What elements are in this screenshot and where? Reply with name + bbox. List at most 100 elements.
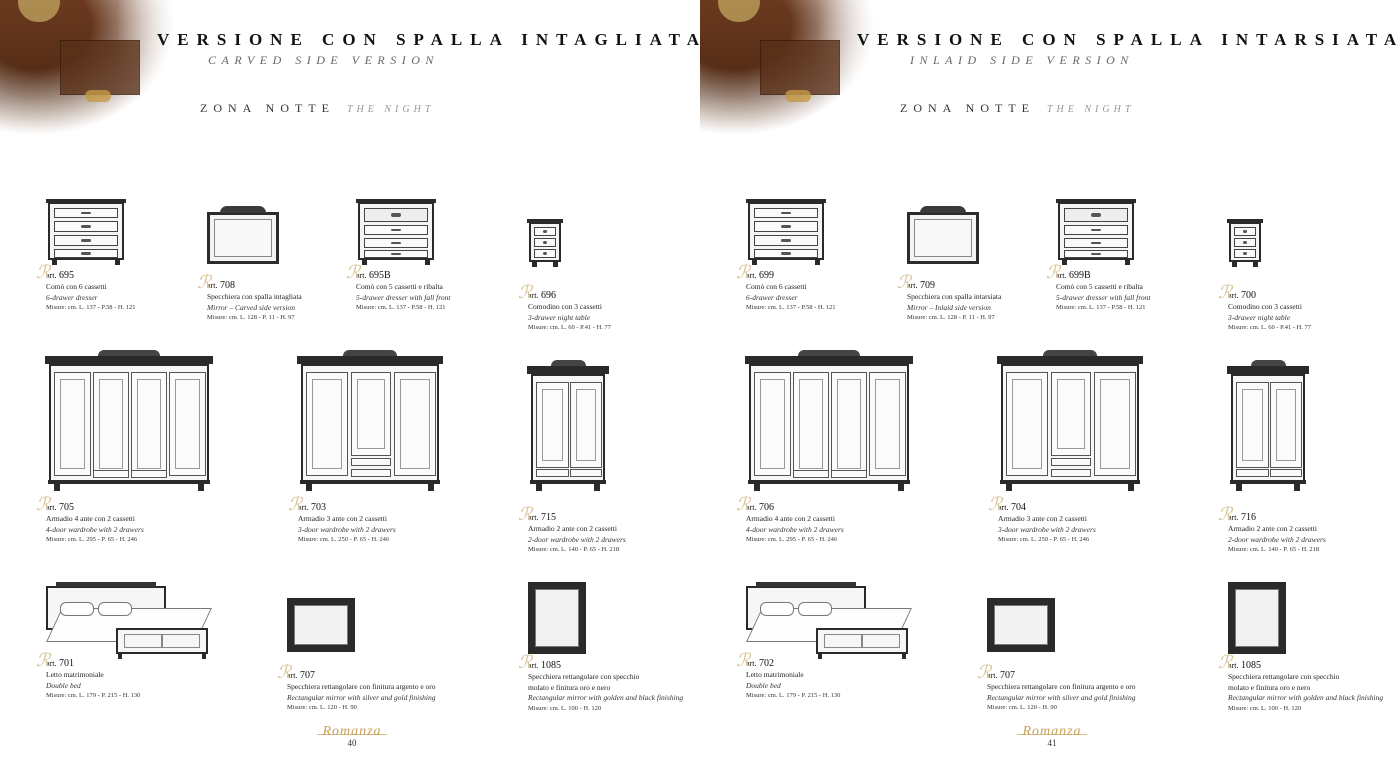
vase-ornament xyxy=(718,0,760,22)
page-folio: Romanza 40 xyxy=(312,724,392,748)
product-description-en: 4-door wardrobe with 2 drawers xyxy=(746,524,844,534)
product-description: Armadio 3 ante con 2 cassetti xyxy=(298,514,387,523)
brand-logo: Romanza xyxy=(1022,724,1082,739)
product-description-en: 3-door wardrobe with 2 drawers xyxy=(998,524,1096,534)
product-description-en: Rectangular mirror with golden and black… xyxy=(528,693,684,702)
rectangular-mirror-illustration xyxy=(287,598,357,670)
product-description-en: Mirror – Carved side version xyxy=(207,302,296,312)
catalog-page-left: VERSIONE CON SPALLA INTAGLIATA CARVED SI… xyxy=(0,0,700,748)
product-description-en: Rectangular mirror with silver and gold … xyxy=(987,692,1136,702)
product-description-en: 3-drawer night table xyxy=(528,312,591,322)
vase-ornament xyxy=(18,0,60,22)
product-description-en: 2-door wardrobe with 2 drawers xyxy=(528,534,626,544)
product-dimensions: Misure: cm. L. 179 - P. 215 - H. 130 xyxy=(746,692,841,699)
product-description-en: 6-drawer dresser xyxy=(46,292,98,302)
bed-illustration xyxy=(746,582,912,659)
photo-drawer xyxy=(60,40,140,95)
dresser-illustration xyxy=(46,199,126,270)
product-dimensions: Misure: cm. L. 128 - P. 11 - H. 97 xyxy=(207,314,295,321)
product-description-line2: molato e finitura oro e nero xyxy=(1228,682,1311,692)
page-title: VERSIONE CON SPALLA INTAGLIATA xyxy=(157,30,700,49)
rectangular-mirror-illustration xyxy=(528,582,588,660)
page-subtitle: INLAID SIDE VERSION xyxy=(910,53,1134,67)
photo-drawer xyxy=(760,40,840,95)
page-title: VERSIONE CON SPALLA INTARSIATA xyxy=(857,30,1400,49)
product-description: Specchiera rettangolare con specchio xyxy=(528,672,640,681)
product-description: Specchiera rettangolare con finitura arg… xyxy=(287,682,436,691)
dresser-illustration xyxy=(1056,199,1136,270)
product-description: Specchiera con spalla intarsiata xyxy=(907,292,1002,301)
product-dimensions: Misure: cm. L. 250 - P. 65 - H. 246 xyxy=(298,536,390,543)
photo-handle xyxy=(85,90,111,102)
product-description: Armadio 4 ante con 2 cassetti xyxy=(46,514,135,523)
product-description-en: Double bed xyxy=(746,680,781,690)
brand-logo: Romanza xyxy=(322,724,382,739)
page-number: 40 xyxy=(347,738,357,748)
product-dimensions: Misure: cm. L. 60 - P.41 - H. 77 xyxy=(1228,324,1312,331)
product-dimensions: Misure: cm. L. 140 - P. 65 - H. 218 xyxy=(1228,546,1320,553)
product-description: Specchiera con spalla intagliata xyxy=(207,292,302,301)
product-description: Letto matrimoniale xyxy=(746,670,804,679)
product-description-en: 2-door wardrobe with 2 drawers xyxy=(1228,534,1326,544)
product-dimensions: Misure: cm. L. 250 - P. 65 - H. 246 xyxy=(998,536,1090,543)
nightstand-illustration xyxy=(1227,219,1263,290)
wardrobe-illustration xyxy=(1227,360,1309,512)
wardrobe-illustration xyxy=(297,350,443,502)
mirror-illustration xyxy=(907,206,983,280)
mirror-illustration xyxy=(207,206,283,280)
product-description: Letto matrimoniale xyxy=(46,670,104,679)
product-dimensions: Misure: cm. L. 179 - P. 215 - H. 130 xyxy=(46,692,141,699)
product-dimensions: Misure: cm. L. 120 - H. 90 xyxy=(987,704,1057,711)
product-description: Armadio 4 ante con 2 cassetti xyxy=(746,514,835,523)
product-description-line2: molato e finitura oro e nero xyxy=(528,682,611,692)
product-dimensions: Misure: cm. L. 137 - P.58 - H. 121 xyxy=(46,304,136,311)
product-dimensions: Misure: cm. L. 128 - P. 11 - H. 97 xyxy=(907,314,995,321)
product-dimensions: Misure: cm. L. 120 - H. 90 xyxy=(287,704,357,711)
zone-label-en: THE NIGHT xyxy=(347,104,435,115)
product-dimensions: Misure: cm. L. 100 - H. 120 xyxy=(528,704,602,712)
product-description-en: 5-drawer dresser with fall front xyxy=(1056,292,1151,302)
product-dimensions: Misure: cm. L. 295 - P. 65 - H. 246 xyxy=(746,536,838,543)
product-description-en: 5-drawer dresser with fall front xyxy=(356,292,451,302)
product-dimensions: Misure: cm. L. 295 - P. 65 - H. 246 xyxy=(46,536,138,543)
product-description: Comò con 5 cassetti e ribalta xyxy=(1056,282,1143,291)
product-description: Comò con 6 cassetti xyxy=(46,282,107,291)
page-subtitle: CARVED SIDE VERSION xyxy=(208,53,439,67)
zone-label: ZONA NOTTE xyxy=(900,101,1035,115)
catalog-page-right: VERSIONE CON SPALLA INTARSIATA INLAID SI… xyxy=(700,0,1400,769)
product-description-en: 6-drawer dresser xyxy=(746,292,798,302)
product-dimensions: Misure: cm. L. 100 - H. 120 xyxy=(1228,704,1302,712)
